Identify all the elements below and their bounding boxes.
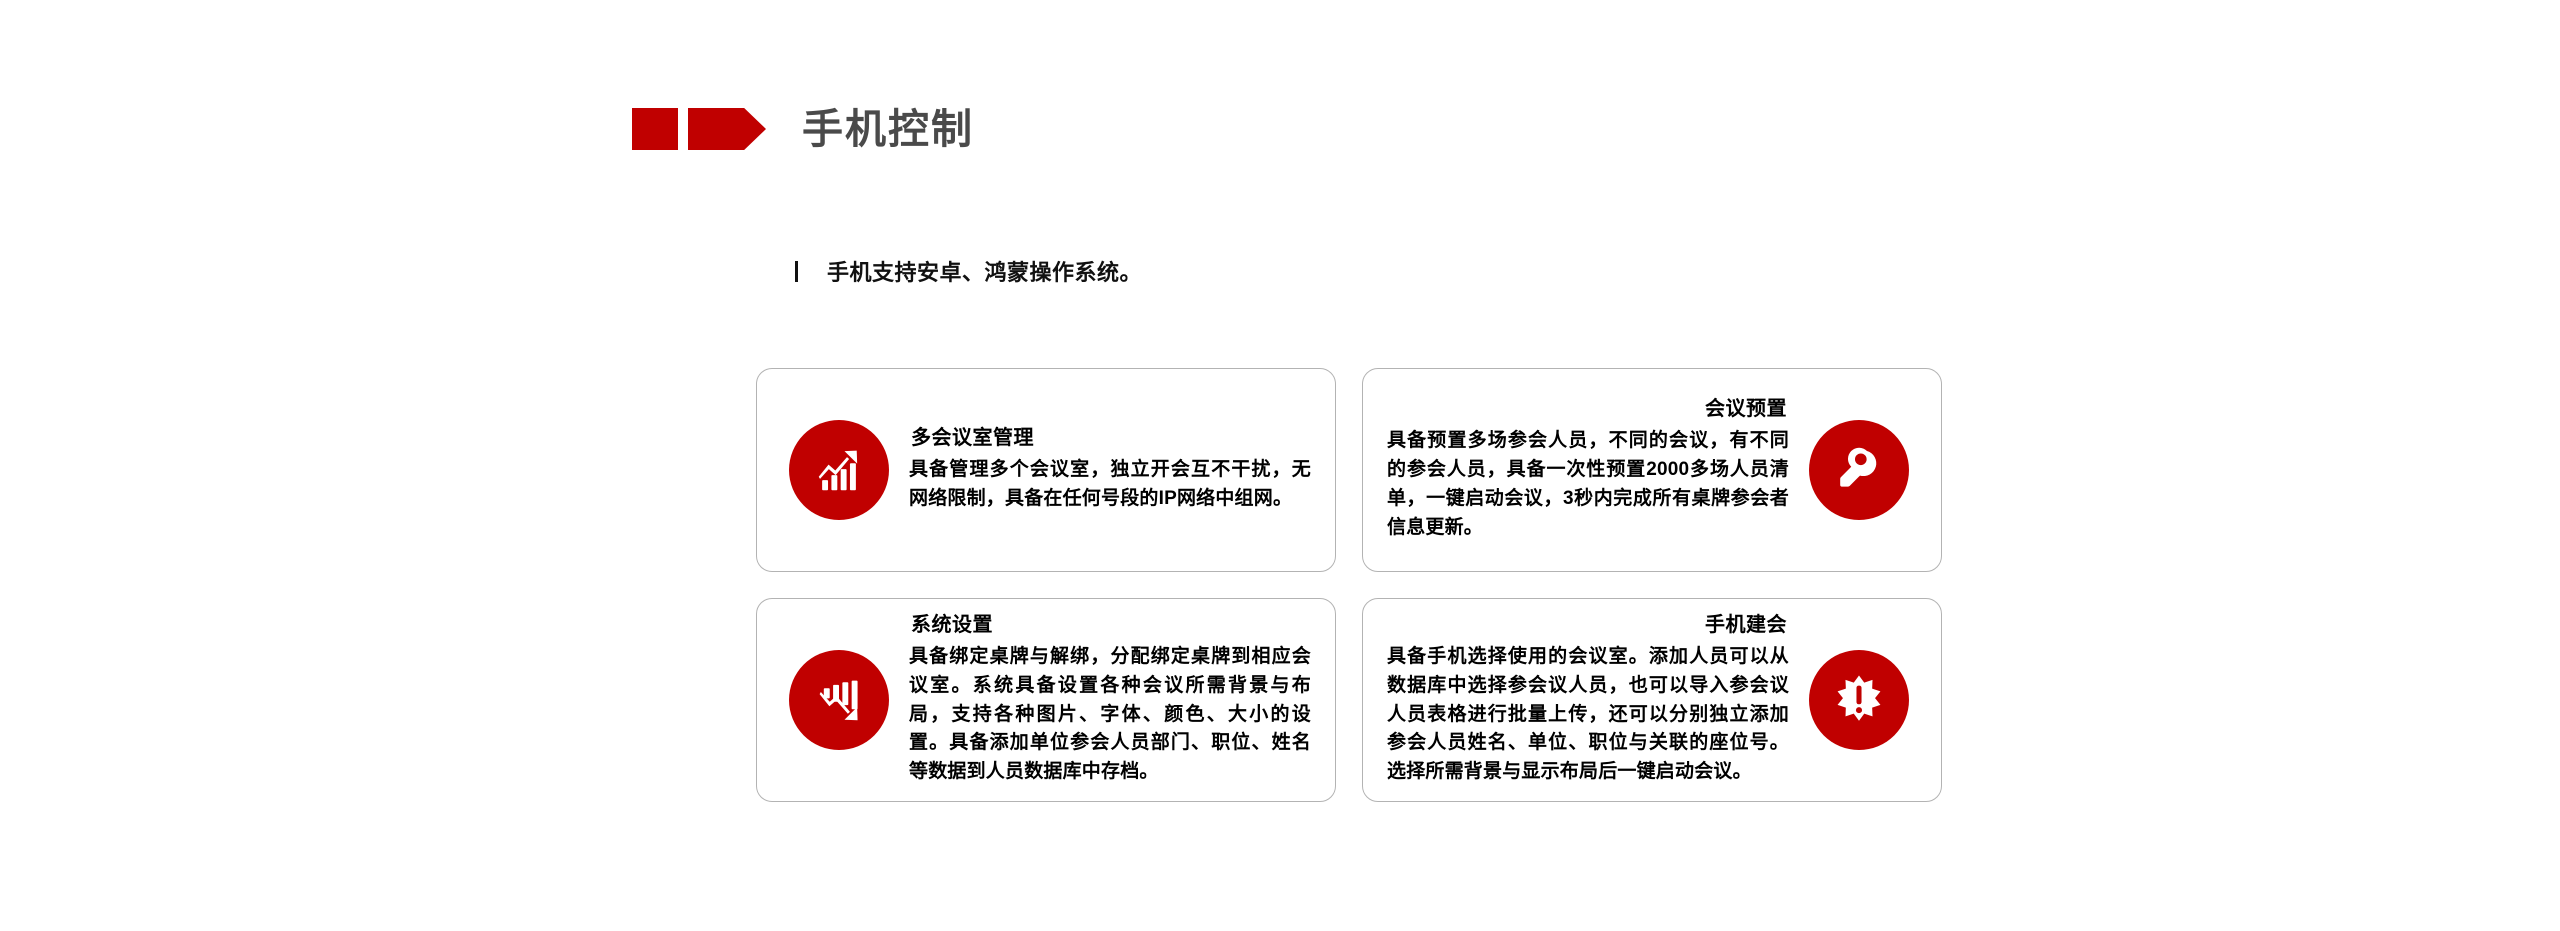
feature-card-meeting-preset[interactable]: 会议预置 具备预置多场参会人员，不同的会议，有不同的参会人员，具备一次性预置20… [1362, 368, 1942, 572]
growth-chart-icon [789, 420, 889, 520]
red-square-icon [632, 108, 678, 150]
page-title: 手机控制 [802, 105, 974, 152]
card-title: 多会议室管理 [911, 427, 1034, 450]
bullet-bar-icon [795, 260, 798, 282]
feature-card-system-settings[interactable]: 系统设置 具备绑定桌牌与解绑，分配绑定桌牌到相应会议室。系统具备设置各种会议所需… [756, 598, 1336, 802]
header-decoration [632, 108, 766, 150]
red-arrow-icon [688, 108, 766, 150]
card-body: 会议预置 具备预置多场参会人员，不同的会议，有不同的参会人员，具备一次性预置20… [1381, 397, 1795, 543]
card-text: 具备绑定桌牌与解绑，分配绑定桌牌到相应会议室。系统具备设置各种会议所需背景与布局… [909, 645, 1311, 783]
card-body: 多会议室管理 具备管理多个会议室，独立开会互不干扰，无网络限制，具备在任何号段的… [903, 426, 1317, 514]
declining-chart-icon [789, 650, 889, 750]
card-title: 手机建会 [1705, 613, 1787, 636]
card-body: 系统设置 具备绑定桌牌与解绑，分配绑定桌牌到相应会议室。系统具备设置各种会议所需… [903, 613, 1317, 787]
key-icon [1809, 420, 1909, 520]
feature-card-grid: 多会议室管理 具备管理多个会议室，独立开会互不干扰，无网络限制，具备在任何号段的… [756, 368, 1942, 802]
starburst-alert-icon [1809, 650, 1909, 750]
feature-card-mobile-create-meeting[interactable]: 手机建会 具备手机选择使用的会议室。添加人员可以从数据库中选择参会议人员，也可以… [1362, 598, 1942, 802]
card-text: 具备管理多个会议室，独立开会互不干扰，无网络限制，具备在任何号段的IP网络中组网… [909, 459, 1311, 509]
card-title: 会议预置 [1705, 398, 1787, 421]
card-text: 具备预置多场参会人员，不同的会议，有不同的参会人员，具备一次性预置2000多场人… [1387, 430, 1789, 538]
card-text: 具备手机选择使用的会议室。添加人员可以从数据库中选择参会议人员，也可以导入参会议… [1387, 645, 1789, 783]
subtitle-text: 手机支持安卓、鸿蒙操作系统。 [827, 260, 1143, 285]
page-header: 手机控制 [632, 108, 974, 150]
feature-card-multi-meeting-room-management[interactable]: 多会议室管理 具备管理多个会议室，独立开会互不干扰，无网络限制，具备在任何号段的… [756, 368, 1336, 572]
subtitle-row: 手机支持安卓、鸿蒙操作系统。 [795, 255, 1142, 287]
card-body: 手机建会 具备手机选择使用的会议室。添加人员可以从数据库中选择参会议人员，也可以… [1381, 613, 1795, 787]
card-title: 系统设置 [911, 613, 993, 636]
